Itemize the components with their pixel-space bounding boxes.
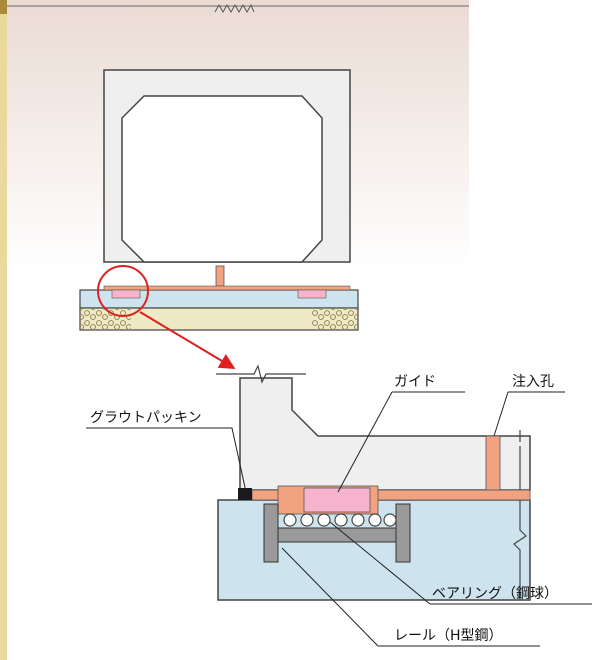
overview-gravel-left bbox=[81, 309, 131, 329]
detail-h-rail bbox=[263, 503, 411, 563]
leader-bearing bbox=[329, 521, 592, 605]
leader-rail bbox=[281, 547, 540, 647]
label-injection-hole: 注入孔 bbox=[512, 374, 554, 390]
leader-lines bbox=[86, 391, 592, 647]
overview-grout-layer bbox=[103, 285, 351, 291]
leader-guide bbox=[337, 391, 465, 493]
leader-injection-hole bbox=[493, 391, 565, 437]
leader-grout-packing bbox=[86, 427, 247, 493]
box-culvert-overview bbox=[79, 69, 359, 331]
overview-gravel-layer bbox=[79, 307, 359, 331]
label-grout-packing: グラウトパッキン bbox=[90, 410, 202, 426]
detail-callout-circle bbox=[97, 265, 149, 317]
detail-callout-arrow bbox=[139, 311, 236, 370]
detail-bearing-balls bbox=[283, 513, 397, 527]
label-guide: ガイド bbox=[394, 374, 436, 390]
label-bearing: ベアリング（鋼球） bbox=[432, 586, 558, 602]
culvert-inner-void bbox=[121, 95, 323, 263]
overview-guide-left bbox=[111, 289, 141, 299]
overview-guide-right bbox=[297, 289, 327, 299]
detail-section bbox=[216, 364, 531, 601]
label-rail: レール（H型鋼） bbox=[394, 628, 503, 644]
detail-break-line-top bbox=[216, 364, 306, 384]
detail-grout-packing bbox=[238, 488, 252, 500]
overview-gravel-right bbox=[312, 309, 357, 329]
sidebar-strip bbox=[0, 0, 7, 660]
detail-injection-hole bbox=[485, 435, 501, 491]
detail-guide-block bbox=[303, 487, 371, 513]
sidebar-accent bbox=[0, 0, 7, 14]
detail-break-line-right bbox=[513, 430, 527, 600]
ground-hatch-mark bbox=[214, 3, 255, 14]
overview-injection-hole bbox=[215, 265, 225, 287]
